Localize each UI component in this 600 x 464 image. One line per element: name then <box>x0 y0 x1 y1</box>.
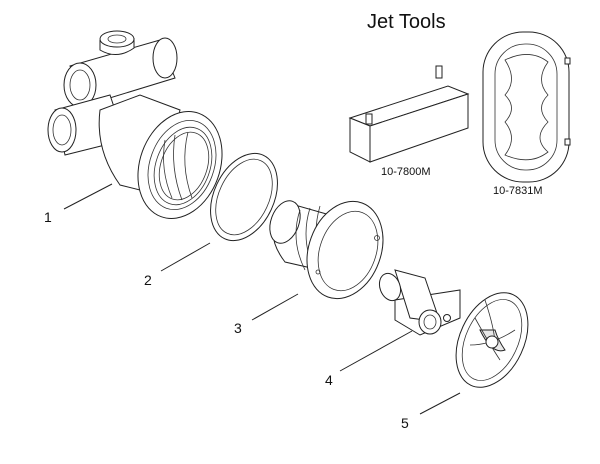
face-plate-drawing <box>455 292 529 388</box>
leader-line-2 <box>160 242 211 272</box>
tool-7831m-drawing <box>482 31 571 183</box>
part-number-10-7800m: 10-7800M <box>381 166 431 178</box>
leader-lines <box>63 183 461 415</box>
callout-1: 1 <box>44 209 52 225</box>
part-number-10-7831m: 10-7831M <box>493 185 543 197</box>
leader-line-3 <box>251 293 299 321</box>
threaded-insert-drawing <box>269 200 384 300</box>
leader-line-5 <box>419 392 461 415</box>
diagram-title: Jet Tools <box>367 11 446 33</box>
callout-3: 3 <box>234 320 242 336</box>
gasket-ring-drawing <box>210 152 278 242</box>
leader-line-4 <box>339 330 413 372</box>
jet-body-drawing <box>47 30 223 219</box>
tool-7800m-drawing <box>348 65 470 163</box>
callout-2: 2 <box>144 272 152 288</box>
callout-4: 4 <box>325 372 333 388</box>
callout-5: 5 <box>401 415 409 431</box>
nozzle-drawing <box>378 269 461 336</box>
leader-line-1 <box>63 183 113 210</box>
